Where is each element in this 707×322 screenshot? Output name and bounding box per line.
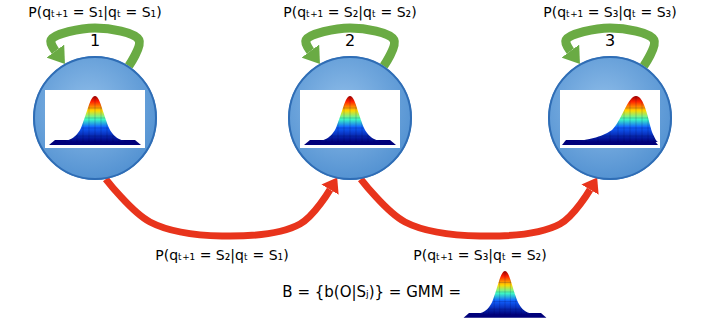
state-number: 3 (548, 32, 672, 50)
state-circle: 3 (548, 56, 672, 180)
state-circle: 2 (288, 56, 412, 180)
transition-probability: P(qₜ₊₁ = S₂|qₜ = S₂) (283, 3, 416, 21)
transition-probability: P(qₜ₊₁ = S₁|qₜ = S₁) (28, 3, 161, 21)
state-circle: 1 (33, 56, 157, 180)
transition-arrow (106, 179, 330, 236)
transition-arrow (361, 179, 590, 236)
transition-probability: P(qₜ₊₁ = S₃|qₜ = S₃) (543, 3, 676, 21)
state-number: 2 (288, 32, 412, 50)
gaussian-plot (560, 90, 660, 148)
state-border (549, 57, 671, 179)
state-fill (288, 56, 412, 180)
state-fill (33, 56, 157, 180)
gmm-plot (464, 268, 547, 317)
state-border (34, 57, 156, 179)
state-border (289, 57, 411, 179)
state-number: 1 (33, 32, 157, 50)
state-outline (548, 56, 672, 180)
gaussian-plot (300, 90, 400, 148)
emission-formula: B = {b(O|Sⱼ)} = GMM = (282, 283, 461, 301)
transition-probability: P(qₜ₊₁ = S₂|qₜ = S₁) (155, 246, 288, 264)
state-fill (548, 56, 672, 180)
transition-probability: P(qₜ₊₁ = S₃|qₜ = S₂) (413, 246, 546, 264)
state-outline (288, 56, 412, 180)
gaussian-plot (45, 90, 145, 148)
state-outline (33, 56, 157, 180)
